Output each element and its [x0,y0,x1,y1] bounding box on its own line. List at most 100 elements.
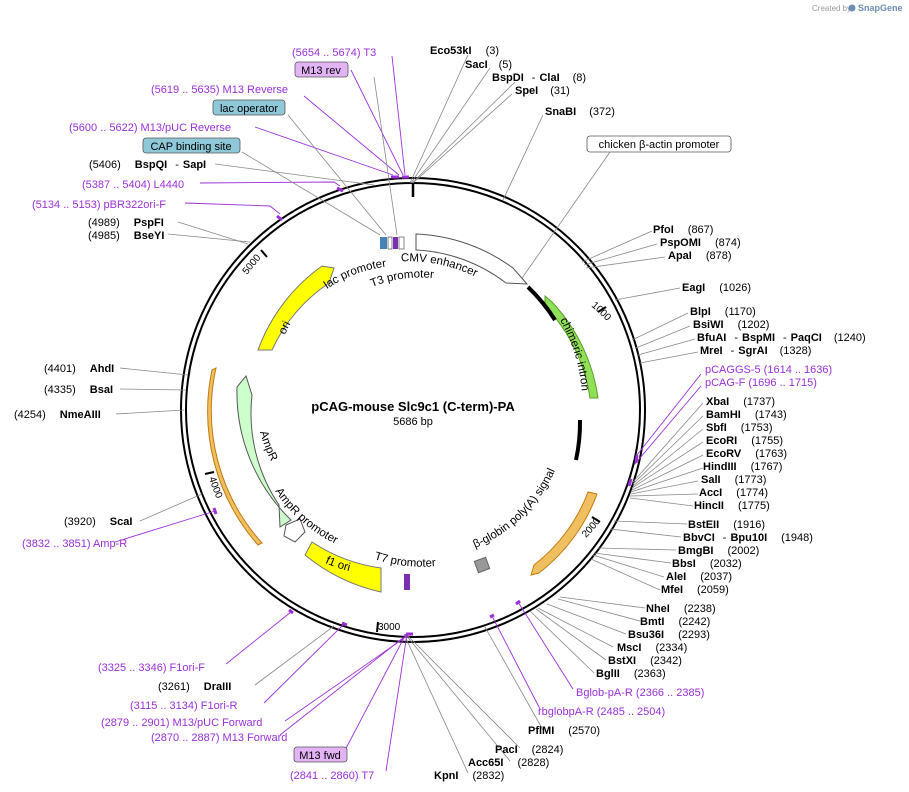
primer-pbr322ori: (5134 .. 5153) pBR322ori-F [32,199,166,211]
enzyme-spei: SpeI(31) [515,85,570,97]
snapgene-brand: SnapGene [858,3,903,13]
t7-promoter-marker [404,574,410,590]
primer-m13puc-forward: (2879 .. 2901) M13/pUC Forward [101,717,262,729]
bglobin-label: β-globin poly(A) signal [471,467,557,551]
enzyme-xbai: XbaI(1737) [706,396,775,408]
enzyme-pspomi: PspOMI(874) [660,237,741,249]
primer-m13puc-reverse: (5600 .. 5622) M13/pUC Reverse [69,122,231,134]
enzyme-msci: MscI(2334) [617,642,687,654]
enzyme-hindiii: HindIII(1767) [703,461,782,473]
snapgene-logo-icon [848,4,856,12]
m13rev-box [294,61,349,78]
primer-amp-r: (3832 .. 3851) Amp-R [22,538,127,550]
primer-f1ori-f: (3325 .. 3346) F1ori-F [98,662,205,674]
enzyme-sali: SalI(1773) [701,474,766,486]
bglobin-arrow [530,491,598,576]
enzyme-ecori: EcoRI(1755) [706,435,783,447]
enzyme-bbsi: BbsI(2032) [672,558,742,570]
cap-site-label: CAP binding site [150,141,231,153]
m13fwd-box-label: M13 fwd [299,750,341,762]
primer-m13-forward: (2870 .. 2887) M13 Forward [151,732,287,744]
lac-operator-label: lac operator [220,103,278,115]
enzyme-bamhi: BamHI(1743) [706,409,787,421]
enzyme-mfei: MfeI(2059) [661,584,729,596]
t3-promoter-label: T3 promoter [369,268,435,289]
enzyme-bstxi: BstXI(2342) [608,655,682,667]
tick-1000 [597,306,607,313]
lac-operator-box [212,99,286,116]
svg-text:β-globin poly(A) signal: β-globin poly(A) signal [471,467,557,551]
enzyme-ahdi: (4401)AhdI [44,363,114,375]
enzyme-bbvci: BbvCI-Bpu10I(1948) [683,532,813,544]
tick-4000 [204,471,215,475]
enzyme-alei: AleI(2037) [666,571,732,583]
enzyme-bsteii: BstEII(1916) [688,519,765,531]
ampr-label: AmpR [257,429,279,463]
feature-leader-lines [241,76,611,282]
enzyme-bsiwi: BsiWI(1202) [693,319,769,331]
enzyme-bglii: BglII(2363) [596,668,666,680]
t7-promoter-label: T7 promoter [373,550,436,569]
primer-bglob-par: Bglob-pA-R (2366 .. 2385) [576,687,704,699]
tick-label-3000: 3000 [378,622,401,633]
svg-text:ori: ori [277,319,293,336]
enzyme-paci: PacI(2824) [495,744,563,756]
svg-text:T3 promoter: T3 promoter [369,268,435,289]
enzyme-pspfi: (4989)PspFI [88,217,164,229]
m13rev-box-label: M13 rev [301,65,341,77]
enzyme-pfoi: PfoI(867) [653,224,713,236]
enzyme-nmeaiii: (4254)NmeAIII [14,409,101,421]
enzyme-leader-lines [115,54,704,774]
enzyme-eagi: EagI(1026) [682,282,751,294]
tick-2000 [591,516,601,523]
m13fwd-box [293,746,348,763]
created-by-text: Created by [812,4,851,13]
chicken-actin-segment [526,285,557,322]
f1-ori-arrow [304,541,382,593]
enzyme-bmgbi: BmgBI(2002) [678,545,759,557]
tick-label-5000: 5000 [241,252,264,277]
intron-segment [574,419,583,461]
primer-l4440: (5387 .. 5404) L4440 [82,179,184,191]
enzyme-bsai: (4335)BsaI [44,384,113,396]
plasmid-length: 5686 bp [393,416,433,428]
ampr-arrow [236,374,292,528]
primer-pcagf: pCAG-F (1696 .. 1715) [705,377,817,389]
svg-text:5000: 5000 [241,252,264,277]
enzyme-sbfi: SbfI(1753) [706,422,773,434]
enzyme-eco53ki: Eco53kI(3) [430,45,499,57]
enzyme-kpni: KpnI(2832) [434,770,504,782]
svg-text:1000: 1000 [589,300,613,324]
enzyme-nhei: NheI(2238) [646,603,716,615]
cap-site-box [142,137,241,154]
ori-label: ori [277,319,293,336]
ampr-promoter-arrow [283,518,306,543]
enzyme-bmti: BmtI(2242) [640,616,710,628]
primer-leader-lines [114,55,702,772]
primer-rbglobpar: rbglobpA-R (2485 .. 2504) [538,706,665,718]
enzyme-ecorv: EcoRV(1763) [706,448,787,460]
enzyme-bspdi-clai: BspDI-ClaI(8) [492,72,586,84]
primer-pcaggs5: pCAGGS-5 (1614 .. 1636) [705,364,832,376]
enzyme-pflmi: PflMI(2570) [528,725,600,737]
enzyme-apai: ApaI(878) [668,250,732,262]
cmv-enhancer-arrow [415,233,529,285]
polya-marker [473,556,491,574]
primer-t7: (2841 .. 2860) T7 [290,770,374,782]
svg-text:T7 promoter: T7 promoter [373,550,436,569]
tick-5000 [260,249,268,258]
enzyme-bfuai: BfuAI-BspMI-PaqCI(1240) [697,332,866,344]
enzyme-mrei: MreI-SgrAI(1328) [700,345,811,357]
chicken-actin-box [586,135,732,153]
primer-f1ori-r: (3115 .. 3134) F1ori-R [130,700,237,712]
lac-region-features [380,236,405,250]
ori-arrow [257,265,335,351]
svg-text:AmpR: AmpR [257,429,279,463]
enzyme-acc65i: Acc65I(2828) [468,757,549,769]
primer-m13-reverse: (5619 .. 5635) M13 Reverse [151,84,288,96]
primer-t3: (5654 .. 5674) T3 [292,47,376,59]
enzyme-bseyi: (4985)BseYI [88,230,164,242]
enzyme-acci: AccI(1774) [699,487,768,499]
enzyme-blpi: BlpI(1170) [690,306,756,318]
